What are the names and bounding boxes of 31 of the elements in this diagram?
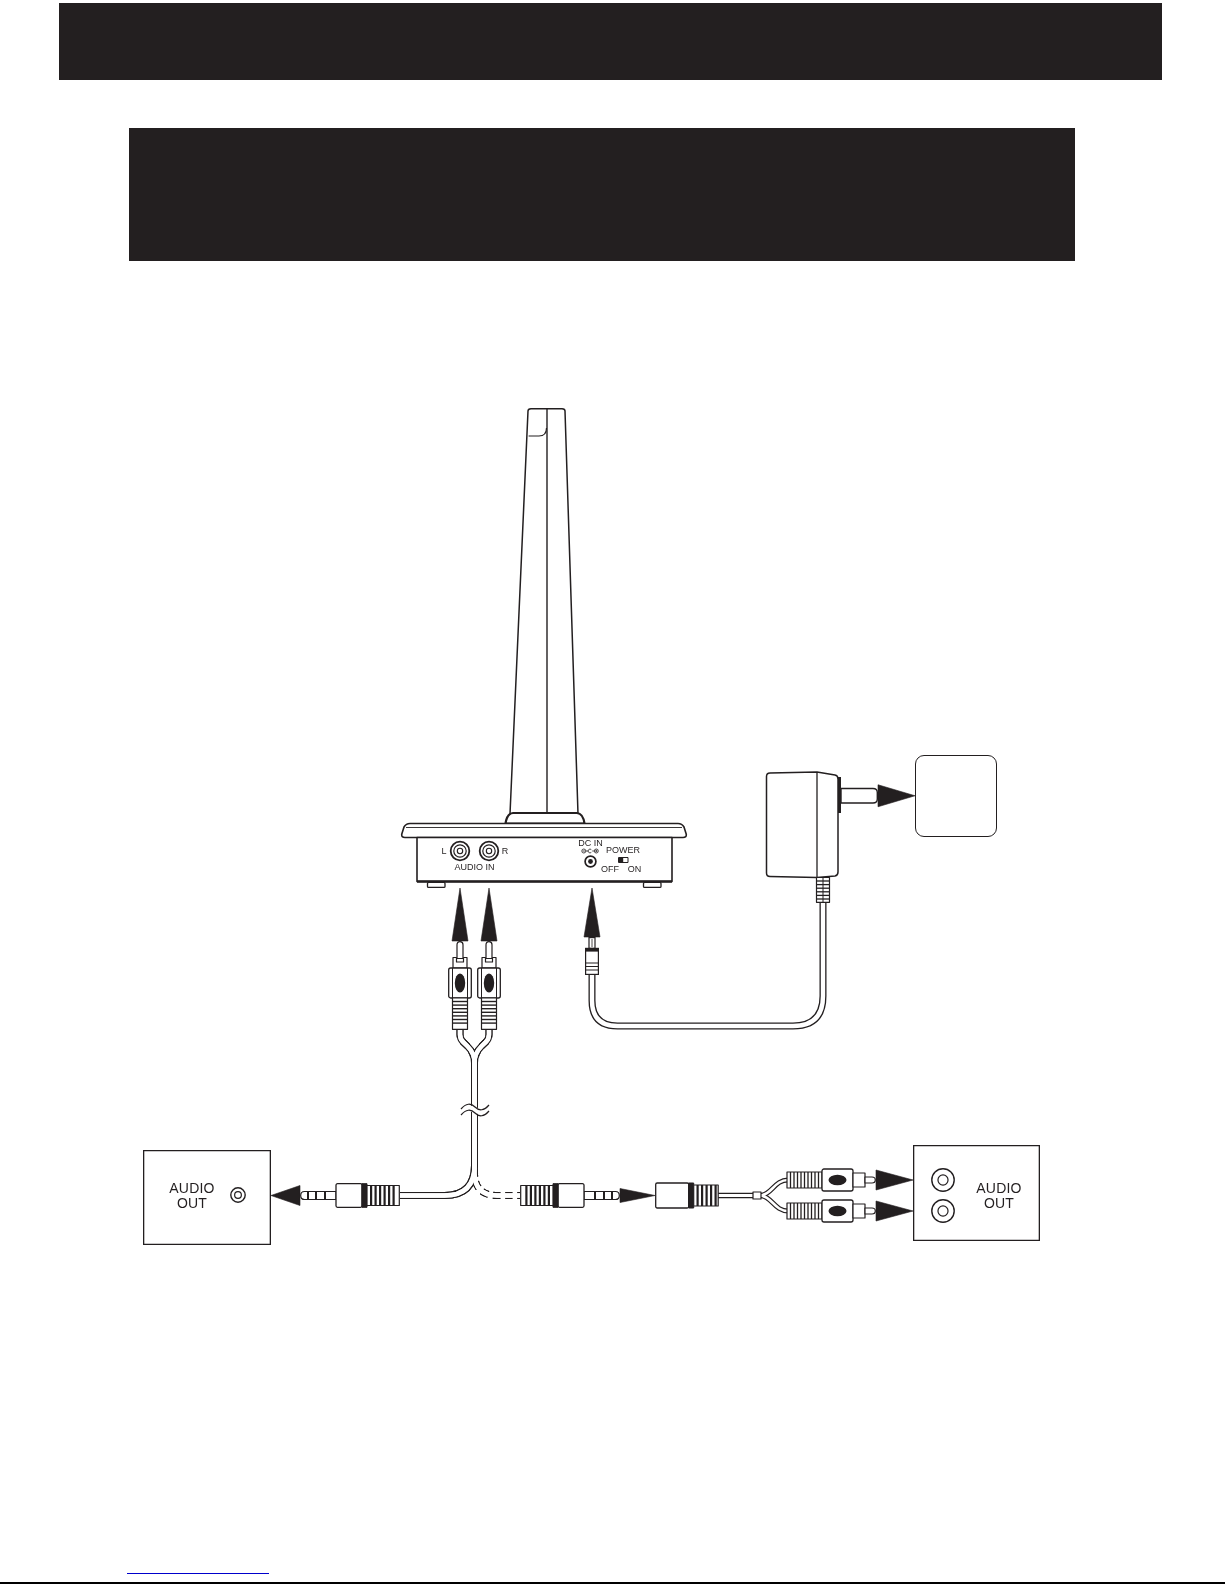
arrow — [583, 887, 601, 938]
mini-jack-plug-drawing — [520, 1183, 620, 1208]
arrow — [451, 887, 469, 942]
port-label: AUDIO OUT — [975, 1181, 1023, 1211]
power-adapter-drawing — [764, 771, 878, 903]
panel-label: L — [440, 846, 448, 856]
rca-plug-drawing — [448, 941, 472, 1030]
arrow — [619, 1188, 656, 1203]
cable — [588, 903, 827, 1030]
panel-label: POWER — [606, 846, 640, 855]
panel-label: AUDIO IN — [453, 863, 496, 872]
panel-label: R — [500, 846, 510, 856]
mini-jack-plug-drawing — [300, 1183, 400, 1208]
arrow — [480, 887, 498, 942]
arrow — [875, 1169, 914, 1191]
audio-device-panel — [143, 1150, 271, 1245]
dc-plug-drawing — [585, 937, 599, 975]
panel-label: ON — [626, 865, 643, 874]
arrow — [877, 784, 916, 808]
panel-label: OFF — [600, 865, 620, 874]
audio-device-panel — [913, 1145, 1040, 1241]
heading-banner — [129, 128, 1075, 261]
arrow — [270, 1185, 301, 1206]
transmitter-drawing — [401, 406, 687, 888]
arrow — [875, 1200, 914, 1222]
panel-label: DC IN — [577, 839, 604, 848]
rca-adapter-cable-drawing — [655, 1167, 876, 1224]
cable — [471, 1030, 520, 1199]
wall-outlet — [915, 755, 997, 837]
rca-plug-drawing — [477, 941, 501, 1030]
port-label: AUDIO OUT — [168, 1181, 216, 1211]
